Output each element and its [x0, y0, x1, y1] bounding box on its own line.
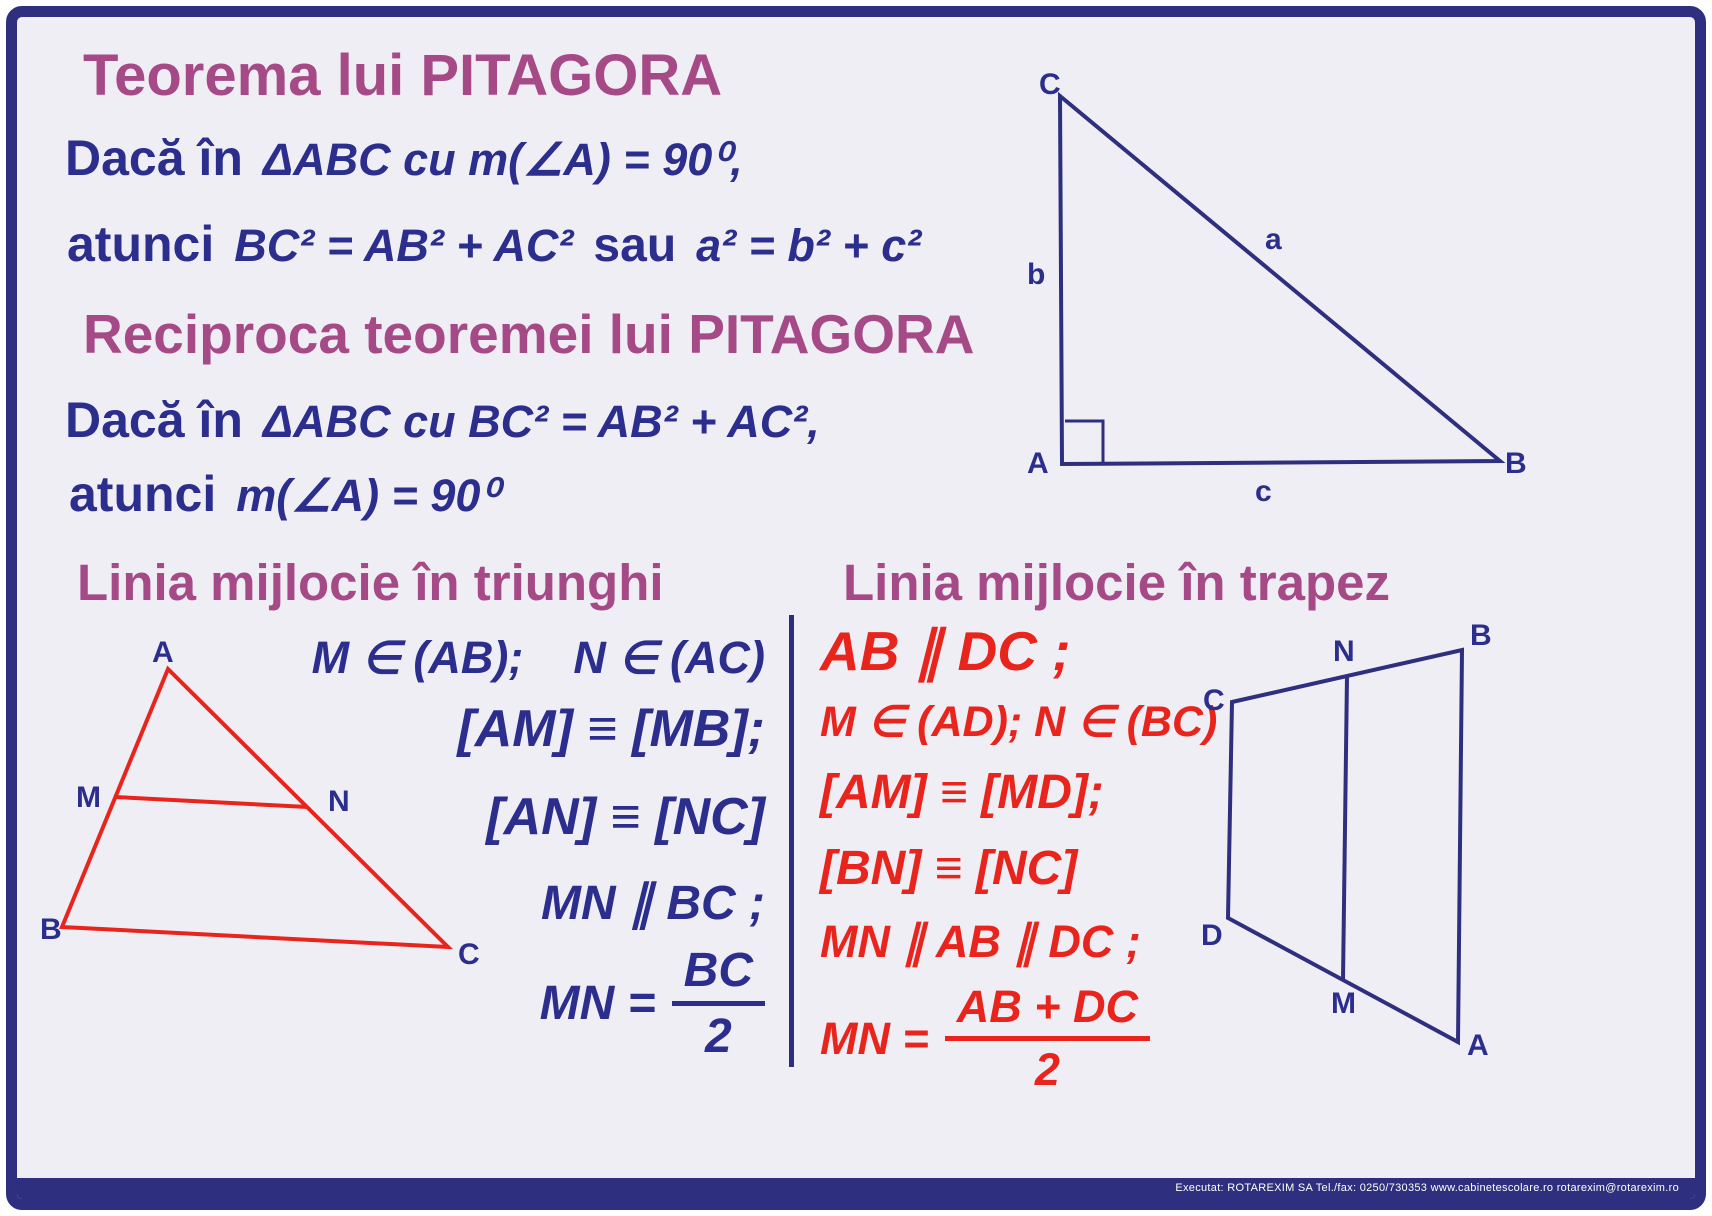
trap-vertex-label-a: A	[1467, 1029, 1489, 1062]
tri-formula-half: MN = BC 2	[540, 943, 765, 1064]
vertex-label-c: C	[1039, 69, 1061, 101]
trapezoid-shape	[1225, 647, 1465, 1046]
trap-formula-mean: MN = AB + DC 2	[820, 981, 1151, 1096]
trap-fraction-denominator: 2	[1034, 1044, 1060, 1095]
trap-formula-bn-nc: [BN] ≡ [NC]	[820, 842, 1078, 895]
reciprocal-conclusion-math: m(∠A) = 90⁰	[236, 470, 499, 521]
right-angle-mark	[1065, 419, 1105, 462]
side-label-a: a	[1265, 223, 1282, 256]
reciprocal-hypothesis-label: Dacă în	[65, 392, 243, 448]
reciprocal-title: Reciproca teoremei lui PITAGORA	[83, 303, 975, 365]
vertex-label-b: B	[1505, 447, 1527, 480]
hypothesis-math: ΔABC cu m(∠A) = 90⁰,	[262, 134, 743, 185]
tri-vertex-label-a: A	[152, 636, 174, 669]
trap-formula-mean-lhs: MN =	[820, 1012, 929, 1064]
trap-formula-membership: M ∈ (AD); N ∈ (BC)	[820, 698, 1218, 746]
trap-formula-parallel-all: MN ∥ AB ∥ DC ;	[820, 916, 1141, 967]
trap-formula-parallel-bases: AB ∥ DC ;	[820, 620, 1071, 682]
tri-fraction-denominator: 2	[704, 1010, 732, 1063]
conclusion-conjunction: sau	[593, 219, 677, 272]
trap-vertex-label-b: B	[1470, 619, 1492, 652]
reciprocal-hypothesis-math: ΔABC cu BC² = AB² + AC²,	[262, 396, 820, 447]
trap-vertex-label-d: D	[1201, 919, 1223, 952]
pythagoras-title: Teorema lui PITAGORA	[83, 43, 723, 108]
tri-formula-parallel: MN ∥ BC ;	[541, 877, 765, 930]
tri-vertex-label-b: B	[40, 913, 62, 946]
right-triangle-shape	[1057, 91, 1506, 467]
reciprocal-hypothesis: Dacă în ΔABC cu BC² = AB² + AC²,	[65, 391, 820, 449]
trapezoid-midline-segment	[1341, 675, 1349, 981]
reciprocal-conclusion: atunci m(∠A) = 90⁰	[69, 465, 498, 523]
midline-triangle-figure: A M N B C	[40, 636, 480, 971]
hypothesis-label: Dacă în	[65, 130, 243, 186]
publisher-footer: Executat: ROTAREXIM SA Tel./fax: 0250/73…	[17, 1178, 1695, 1199]
pythagoras-hypothesis: Dacă în ΔABC cu m(∠A) = 90⁰,	[65, 129, 743, 187]
side-label-c: c	[1255, 475, 1272, 508]
tri-formula-half-lhs: MN =	[539, 977, 656, 1030]
conclusion-math-2: a² = b² + c²	[696, 220, 922, 271]
trapezoid-midline-title: Linia mijlocie în trapez	[843, 554, 1390, 611]
conclusion-label: atunci	[67, 216, 215, 272]
vertex-label-a: A	[1027, 447, 1049, 480]
trap-formula-mean-fraction: AB + DC 2	[944, 981, 1151, 1096]
trap-fraction-numerator: AB + DC	[944, 981, 1151, 1041]
pythagoras-conclusion: atunci BC² = AB² + AC² sau a² = b² + c²	[67, 215, 921, 273]
tri-fraction-numerator: BC	[671, 943, 765, 1006]
right-triangle-figure: C A B b a c	[1027, 69, 1527, 508]
trap-vertex-label-c: C	[1203, 684, 1225, 717]
trapezoid-figure: B N C D M A	[1201, 619, 1492, 1062]
trap-midpoint-label-m: M	[1331, 987, 1356, 1020]
tri-formula-an-nc: [AN] ≡ [NC]	[486, 788, 765, 846]
conclusion-math-1: BC² = AB² + AC²	[234, 220, 574, 271]
triangle-midline-title: Linia mijlocie în triunghi	[77, 554, 664, 611]
tri-formula-am-mb: [AM] ≡ [MB];	[457, 700, 765, 758]
trap-formula-am-md: [AM] ≡ [MD];	[820, 766, 1104, 819]
trap-midpoint-label-n: N	[1333, 635, 1355, 668]
column-divider	[789, 615, 794, 1067]
midline-triangle-shape	[59, 665, 454, 950]
tri-midpoint-label-n: N	[328, 785, 350, 818]
tri-vertex-label-c: C	[458, 938, 480, 971]
tri-midpoint-label-m: M	[76, 781, 101, 814]
math-poster: Teorema lui PITAGORA Dacă în ΔABC cu m(∠…	[6, 6, 1706, 1210]
triangle-midline-segment	[114, 795, 309, 809]
reciprocal-conclusion-label: atunci	[69, 466, 217, 522]
tri-formula-membership: M ∈ (AB); N ∈ (AC)	[311, 632, 765, 683]
tri-formula-half-fraction: BC 2	[671, 943, 765, 1064]
side-label-b: b	[1027, 258, 1045, 291]
